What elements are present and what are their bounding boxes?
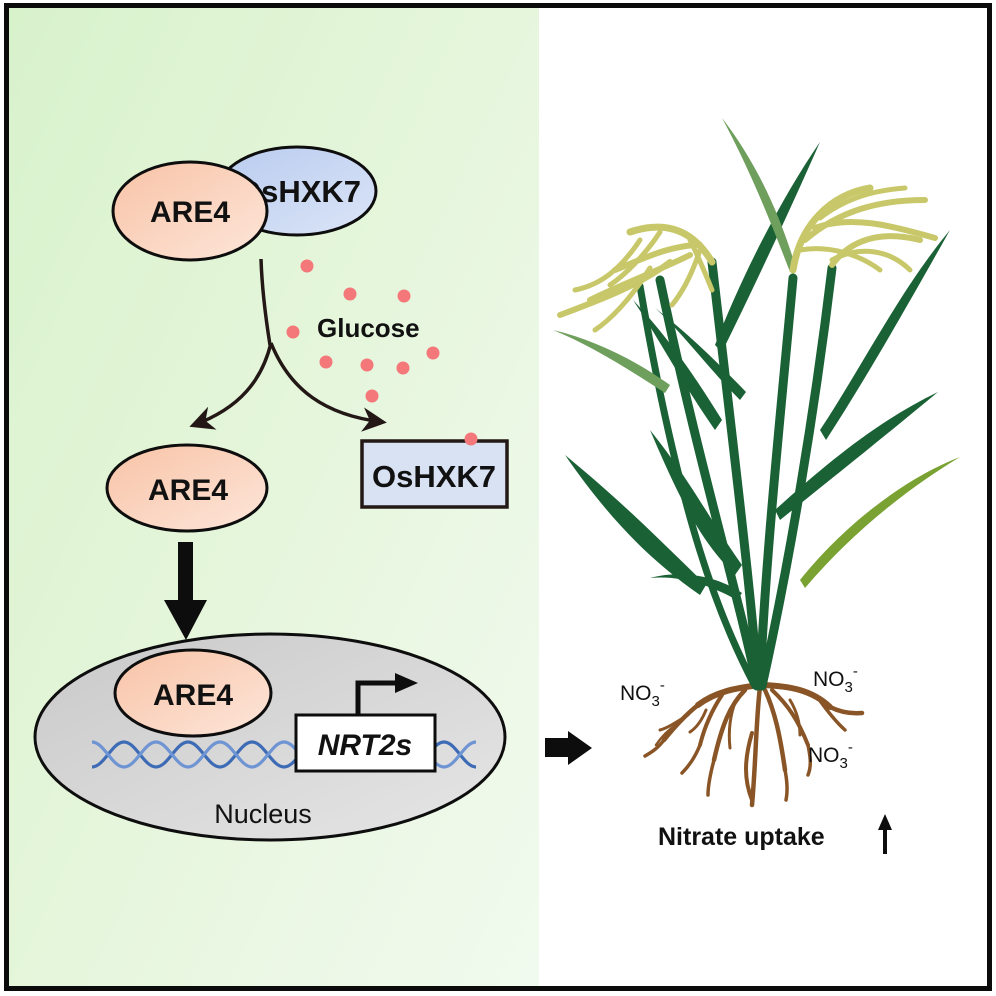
up-arrow-icon (878, 814, 892, 854)
right-arrow-icon (545, 731, 592, 765)
glucose-dot (360, 358, 374, 372)
glucose-dot (300, 259, 314, 273)
glucose-dot-bound (464, 432, 478, 446)
promoter-arrow-icon (355, 680, 395, 716)
nrt2s-gene-label: NRT2s (318, 729, 412, 762)
nitrate-uptake-caption: Nitrate uptake (658, 823, 825, 851)
panicle-left (557, 223, 716, 333)
nitrate-label-left: NO3- (620, 677, 665, 710)
are4-complex-ellipse (111, 160, 269, 262)
arrow-to-oshxk7 (269, 342, 387, 432)
svg-text:NO3-: NO3- (808, 739, 853, 772)
free-are4-label: ARE4 (148, 474, 228, 507)
glucose-dots (286, 259, 440, 403)
oshxk7-box-label: OsHXK7 (372, 459, 496, 494)
dissociation-arrows (189, 258, 387, 432)
are4-complex-label: ARE4 (150, 196, 230, 229)
panicle-right (789, 184, 938, 274)
nrt2s-gene-box (294, 713, 437, 773)
glucose-dot (319, 355, 333, 369)
nuclear-import-arrow (164, 542, 207, 640)
stems (636, 257, 837, 691)
glucose-dot (365, 389, 379, 403)
svg-text:NO3-: NO3- (813, 663, 858, 696)
nitrate-base: NO (620, 682, 652, 705)
nitrate-sub: 3 (652, 693, 660, 710)
roots (643, 682, 865, 808)
glucose-dot (397, 289, 411, 303)
oshxk7-box (360, 439, 509, 509)
svg-text:NO3-: NO3- (620, 677, 665, 710)
nitrate-label-bottom-right: NO3- (808, 739, 853, 772)
glucose-dot (286, 325, 300, 339)
promoter-arrowhead (395, 673, 418, 693)
nucleus-are4-label: ARE4 (153, 679, 233, 712)
glucose-dot (396, 361, 410, 375)
nitrate-base: NO (813, 668, 845, 691)
nucleus-label: Nucleus (214, 799, 312, 829)
nitrate-base: NO (808, 744, 840, 767)
leaves-light (553, 118, 960, 588)
figure-frame: OsHXK7 ARE4 Glucose ARE4 OsHXK7 (4, 3, 992, 991)
free-are4-ellipse (105, 443, 269, 533)
glucose-label: Glucose (317, 313, 420, 343)
leaves-dark (565, 142, 950, 600)
diagram-canvas: OsHXK7 ARE4 Glucose ARE4 OsHXK7 (33, 118, 960, 854)
nitrate-sup: - (853, 663, 858, 680)
nitrate-label-top-right: NO3- (813, 663, 858, 696)
arrow-to-are4 (189, 342, 273, 430)
stem-line (259, 258, 272, 346)
nitrate-sup: - (848, 739, 853, 756)
nitrate-sub: 3 (840, 755, 848, 772)
rice-plant (553, 118, 960, 808)
glucose-dot (343, 287, 357, 301)
nitrate-sub: 3 (845, 679, 853, 696)
nucleus-are4-ellipse (113, 648, 273, 738)
nitrate-sup: - (660, 677, 665, 694)
nucleus: ARE4 NRT2s Nucleus (33, 632, 507, 842)
are4-oshxk7-complex: OsHXK7 ARE4 (111, 145, 378, 262)
glucose-dot (426, 346, 440, 360)
